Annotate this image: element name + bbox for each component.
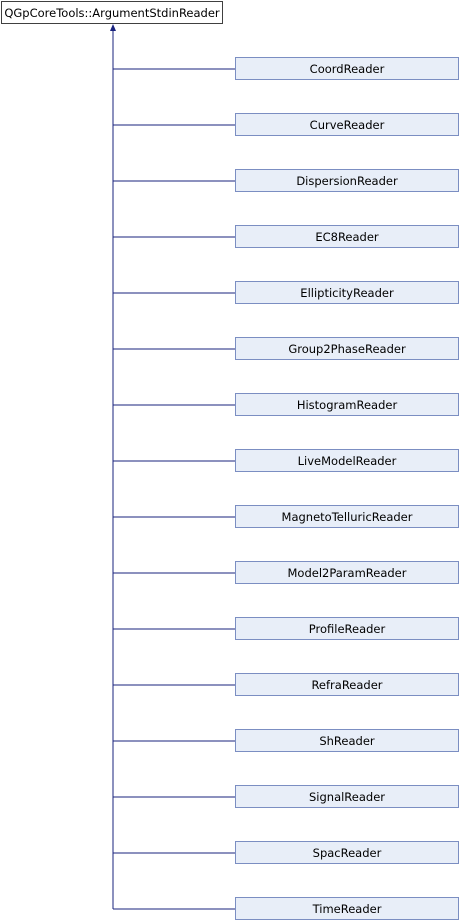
- class-box-ec8-reader[interactable]: EC8Reader: [235, 225, 459, 248]
- class-box-model2-param-reader[interactable]: Model2ParamReader: [235, 561, 459, 584]
- class-box-live-model-reader[interactable]: LiveModelReader: [235, 449, 459, 472]
- base-class-label: QGpCoreTools::ArgumentStdinReader: [4, 5, 220, 20]
- class-label: MagnetoTelluricReader: [281, 509, 413, 524]
- inheritance-branches: [113, 68, 235, 910]
- class-label: LiveModelReader: [297, 453, 397, 468]
- class-box-spac-reader[interactable]: SpacReader: [235, 841, 459, 864]
- class-label: CurveReader: [309, 117, 385, 132]
- class-box-profile-reader[interactable]: ProfileReader: [235, 617, 459, 640]
- class-box-curve-reader[interactable]: CurveReader: [235, 113, 459, 136]
- class-label: HistogramReader: [296, 397, 398, 412]
- class-box-dispersion-reader[interactable]: DispersionReader: [235, 169, 459, 192]
- inheritance-arrow-head: [110, 24, 116, 31]
- base-class-box[interactable]: QGpCoreTools::ArgumentStdinReader: [1, 1, 223, 24]
- class-label: EC8Reader: [315, 229, 379, 244]
- class-label: TimeReader: [312, 901, 382, 916]
- class-box-coord-reader[interactable]: CoordReader: [235, 57, 459, 80]
- class-label: CoordReader: [309, 61, 385, 76]
- class-label: ProfileReader: [308, 621, 386, 636]
- class-label: DispersionReader: [296, 173, 398, 188]
- class-label: Model2ParamReader: [287, 565, 407, 580]
- class-box-histogram-reader[interactable]: HistogramReader: [235, 393, 459, 416]
- class-label: SpacReader: [312, 845, 382, 860]
- class-box-magneto-telluric-reader[interactable]: MagnetoTelluricReader: [235, 505, 459, 528]
- class-box-signal-reader[interactable]: SignalReader: [235, 785, 459, 808]
- class-box-sh-reader[interactable]: ShReader: [235, 729, 459, 752]
- class-label: SignalReader: [308, 789, 386, 804]
- class-box-time-reader[interactable]: TimeReader: [235, 897, 459, 920]
- class-box-refra-reader[interactable]: RefraReader: [235, 673, 459, 696]
- class-label: EllipticityReader: [300, 285, 394, 300]
- class-label: Group2PhaseReader: [288, 341, 406, 356]
- class-box-ellipticity-reader[interactable]: EllipticityReader: [235, 281, 459, 304]
- class-box-group2-phase-reader[interactable]: Group2PhaseReader: [235, 337, 459, 360]
- class-label: ShReader: [319, 733, 375, 748]
- class-label: RefraReader: [311, 677, 383, 692]
